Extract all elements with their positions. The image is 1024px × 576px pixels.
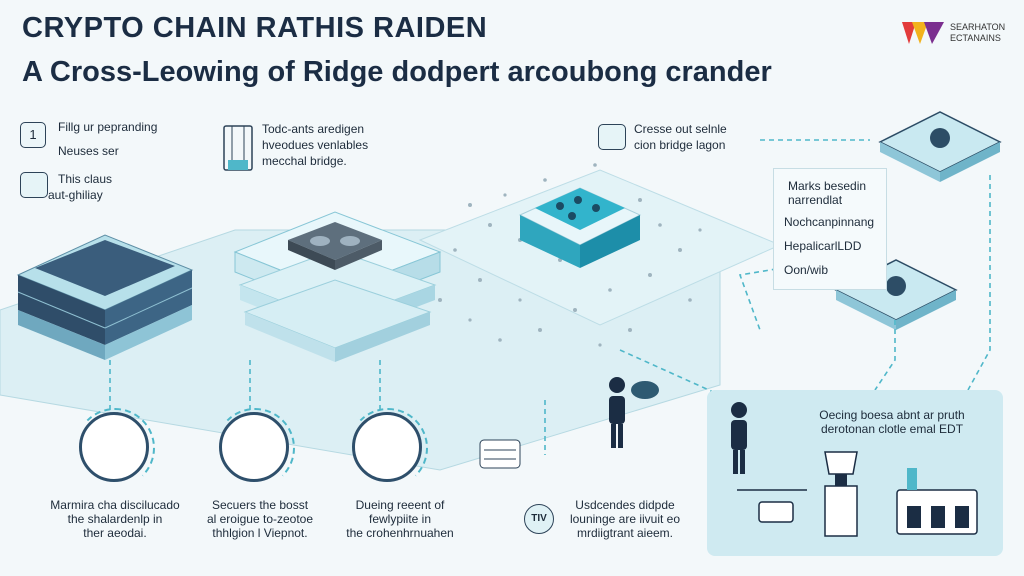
- lab-scene-illustration: [731, 402, 978, 537]
- wallet-icon: [79, 412, 149, 482]
- caption-3-line2: fewlypiite in: [368, 512, 432, 526]
- caption-2-line1: Secuers the bosst: [211, 498, 309, 512]
- bridge-module-stack: [233, 211, 442, 362]
- caption-4: Usdcendes didpde louninge are iivuit eo …: [555, 498, 695, 540]
- caption-1-line1: Marmira cha discilucado: [50, 498, 180, 512]
- step1-line2: Neuses ser: [58, 144, 119, 158]
- caption-3-line1: Dueing reeent of: [355, 498, 445, 512]
- step2-line2: aut-ghiliay: [48, 188, 103, 202]
- bridge-label-line2: hveodues venlables: [262, 138, 369, 152]
- center-label-line2: cion bridge lagon: [634, 138, 726, 152]
- step1-line1: Fillg ur pepranding: [58, 120, 158, 134]
- lab-flask-icon: [223, 125, 253, 171]
- brand-logo-text: SEARHATON ECTANAINS: [950, 22, 1005, 44]
- caption-4-line1: Usdcendes didpde: [575, 498, 675, 512]
- circle-arc-decoration: [215, 408, 295, 488]
- tiv-badge: TIV: [524, 504, 554, 534]
- leaf-gem-icon: [631, 381, 659, 399]
- note-line4: HepalicarlLDD: [784, 239, 862, 253]
- lab-bench-icon: [896, 468, 978, 535]
- scientist-figure: [731, 402, 747, 474]
- note-line3: Nochcanpinnang: [784, 215, 875, 229]
- trophy-icon: [824, 451, 858, 537]
- panel-line1: Oecing boesa abnt ar pruth: [819, 408, 965, 422]
- caption-2: Secuers the bosst al eroigue to-zeotoe t…: [190, 498, 330, 540]
- logo-text-line1: SEARHATON: [950, 22, 1006, 32]
- page-title: CRYPTO CHAIN RATHIS RAIDEN: [22, 12, 488, 44]
- lab-scene-panel: Oecing boesa abnt ar pruth derotonan clo…: [707, 390, 1003, 556]
- network-dots: [438, 163, 702, 347]
- cooking-pot-icon: [737, 489, 807, 523]
- caption-2-line3: thhlgion l Viepnot.: [212, 526, 308, 540]
- person-figure: [609, 377, 625, 448]
- info-note-box: Marks besedin narrendlat Nochcanpinnang …: [773, 168, 887, 290]
- circle-arc-decoration: [348, 408, 428, 488]
- bridge-node-icon: [598, 124, 626, 150]
- rocket-icon: [219, 412, 289, 482]
- panel-line2: derotonan clotle emal EDT: [820, 422, 964, 436]
- caption-3-line3: the crohenhrnuahen: [346, 526, 454, 540]
- caption-3: Dueing reeent of fewlypiite in the crohe…: [330, 498, 470, 540]
- network-node-icon: [20, 172, 48, 198]
- caption-4-line2: louninge are iivuit eo: [569, 512, 681, 526]
- data-center-building: [16, 234, 194, 360]
- server-stack-icon: [479, 439, 521, 469]
- bridge-label-line1: Todc-ants aredigen: [262, 122, 365, 136]
- note-line2: narrendlat: [788, 193, 843, 207]
- logo-text-line2: ECTANAINS: [950, 33, 1001, 43]
- page-subtitle: A Cross-Leowing of Ridge dodpert arcoubo…: [22, 56, 772, 88]
- note-line5: Oon/wib: [784, 263, 829, 277]
- caption-1: Marmira cha discilucado the shalardenlp …: [30, 498, 200, 540]
- caption-1-line3: ther aeodai.: [83, 526, 147, 540]
- step-number-badge: 1: [20, 122, 46, 148]
- bridge-label-line3: mecchal bridge.: [262, 154, 347, 168]
- lamp-icon: [352, 412, 422, 482]
- caption-2-line2: al eroigue to-zeotoe: [206, 512, 314, 526]
- blockchain-node: [518, 187, 642, 268]
- center-label-line1: Cresse out selnle: [634, 122, 727, 136]
- caption-1-line2: the shalardenlp in: [67, 512, 163, 526]
- circle-arc-decoration: [75, 408, 155, 488]
- upper-right-node: [878, 111, 1002, 182]
- brand-logo-icon: [902, 22, 944, 44]
- step2-line1: This claus: [58, 172, 113, 186]
- caption-4-line3: mrdiigtrant aieem.: [576, 526, 674, 540]
- note-line1: Marks besedin: [788, 179, 867, 193]
